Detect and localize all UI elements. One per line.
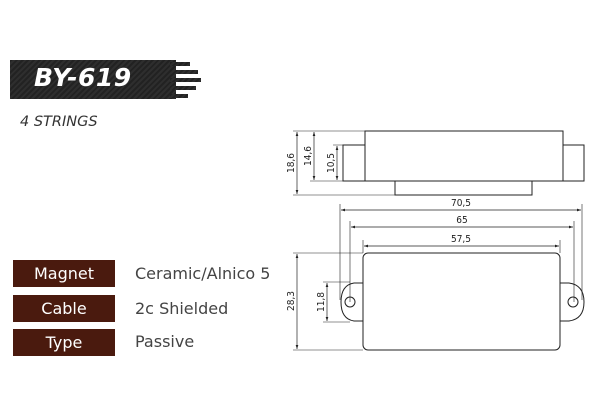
top-view [293, 204, 585, 351]
spec-label-cable: Cable [13, 295, 115, 322]
banner-stripe [170, 70, 198, 74]
dim-height-total: 18,6 [286, 153, 297, 173]
spec-value-cable: 2c Shielded [135, 299, 229, 318]
dim-height-tab: 10,5 [326, 153, 337, 173]
spec-label-type: Type [13, 329, 115, 356]
banner-stripe [170, 62, 190, 66]
dim-length-total: 70,5 [451, 198, 471, 209]
dim-ear-width: 11,8 [316, 292, 327, 312]
side-view [293, 130, 585, 196]
spec-value-magnet: Ceramic/Alnico 5 [135, 264, 271, 283]
spec-label-magnet: Magnet [13, 260, 115, 287]
spec-value-type: Passive [135, 332, 195, 351]
model-banner [10, 60, 176, 99]
banner-stripe [170, 94, 188, 98]
dim-mount-spacing: 65 [456, 215, 467, 226]
model-title: BY-619 [34, 63, 132, 92]
strings-label: 4 STRINGS [20, 114, 98, 130]
dim-cover-length: 57,5 [451, 234, 471, 245]
banner-stripe [170, 78, 201, 82]
dim-width: 28,3 [286, 291, 297, 311]
banner-stripe [170, 86, 196, 90]
dim-height-body: 14,6 [303, 146, 314, 166]
